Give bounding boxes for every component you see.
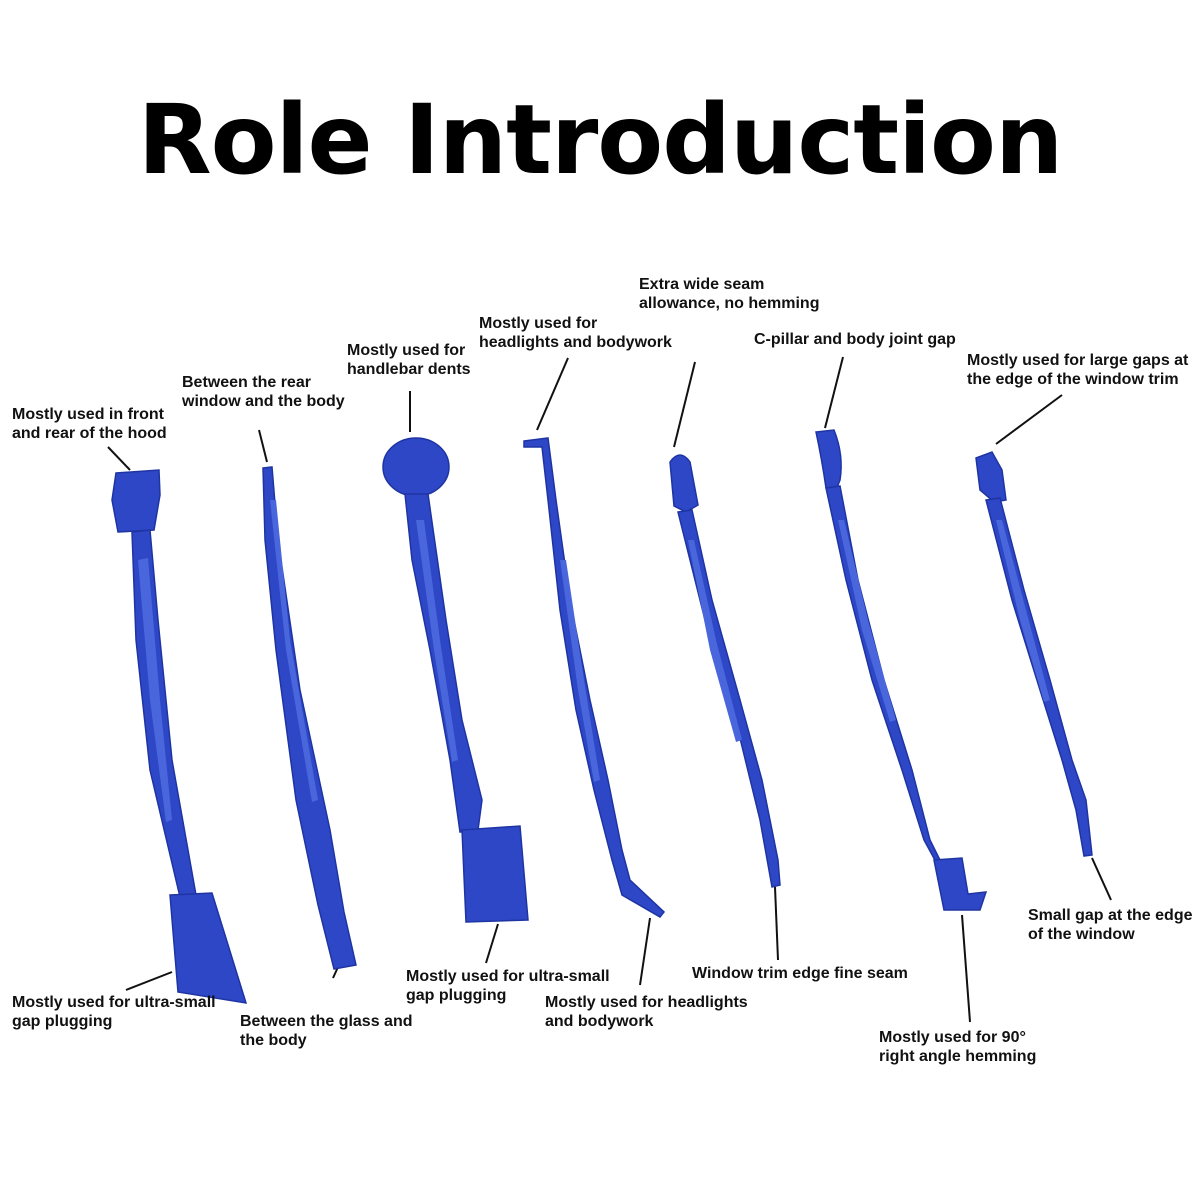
page-title: Role Introduction: [137, 84, 1064, 196]
tool-5: [669, 454, 781, 888]
tool-4: [523, 437, 666, 918]
tool-3: [382, 437, 529, 923]
label-right-angle: Mostly used for 90°right angle hemming: [879, 1029, 1037, 1065]
leader-lines: [107, 356, 1112, 1023]
leader-line-ultra-small-1: [125, 971, 173, 991]
leader-line-headlights-top: [536, 357, 569, 431]
leader-line-hood: [107, 446, 131, 471]
tool-7: [975, 451, 1093, 857]
leader-line-window-trim: [774, 886, 779, 961]
leader-line-c-pillar: [824, 356, 844, 429]
leader-line-extra-wide: [673, 361, 696, 448]
tool-1: [111, 469, 248, 1004]
leader-line-large-gaps: [995, 394, 1063, 445]
leader-line-ultra-small-2: [485, 923, 499, 964]
tool-2: [262, 466, 357, 970]
tool-6: [815, 429, 988, 911]
leader-line-rear-window: [258, 429, 268, 463]
leader-line-right-angle: [961, 914, 971, 1023]
leader-line-small-gap: [1091, 857, 1112, 901]
leader-line-headlights-bottom: [639, 917, 651, 986]
label-c-pillar: C-pillar and body joint gap: [754, 331, 956, 348]
label-window-trim: Window trim edge fine seam: [692, 965, 908, 982]
